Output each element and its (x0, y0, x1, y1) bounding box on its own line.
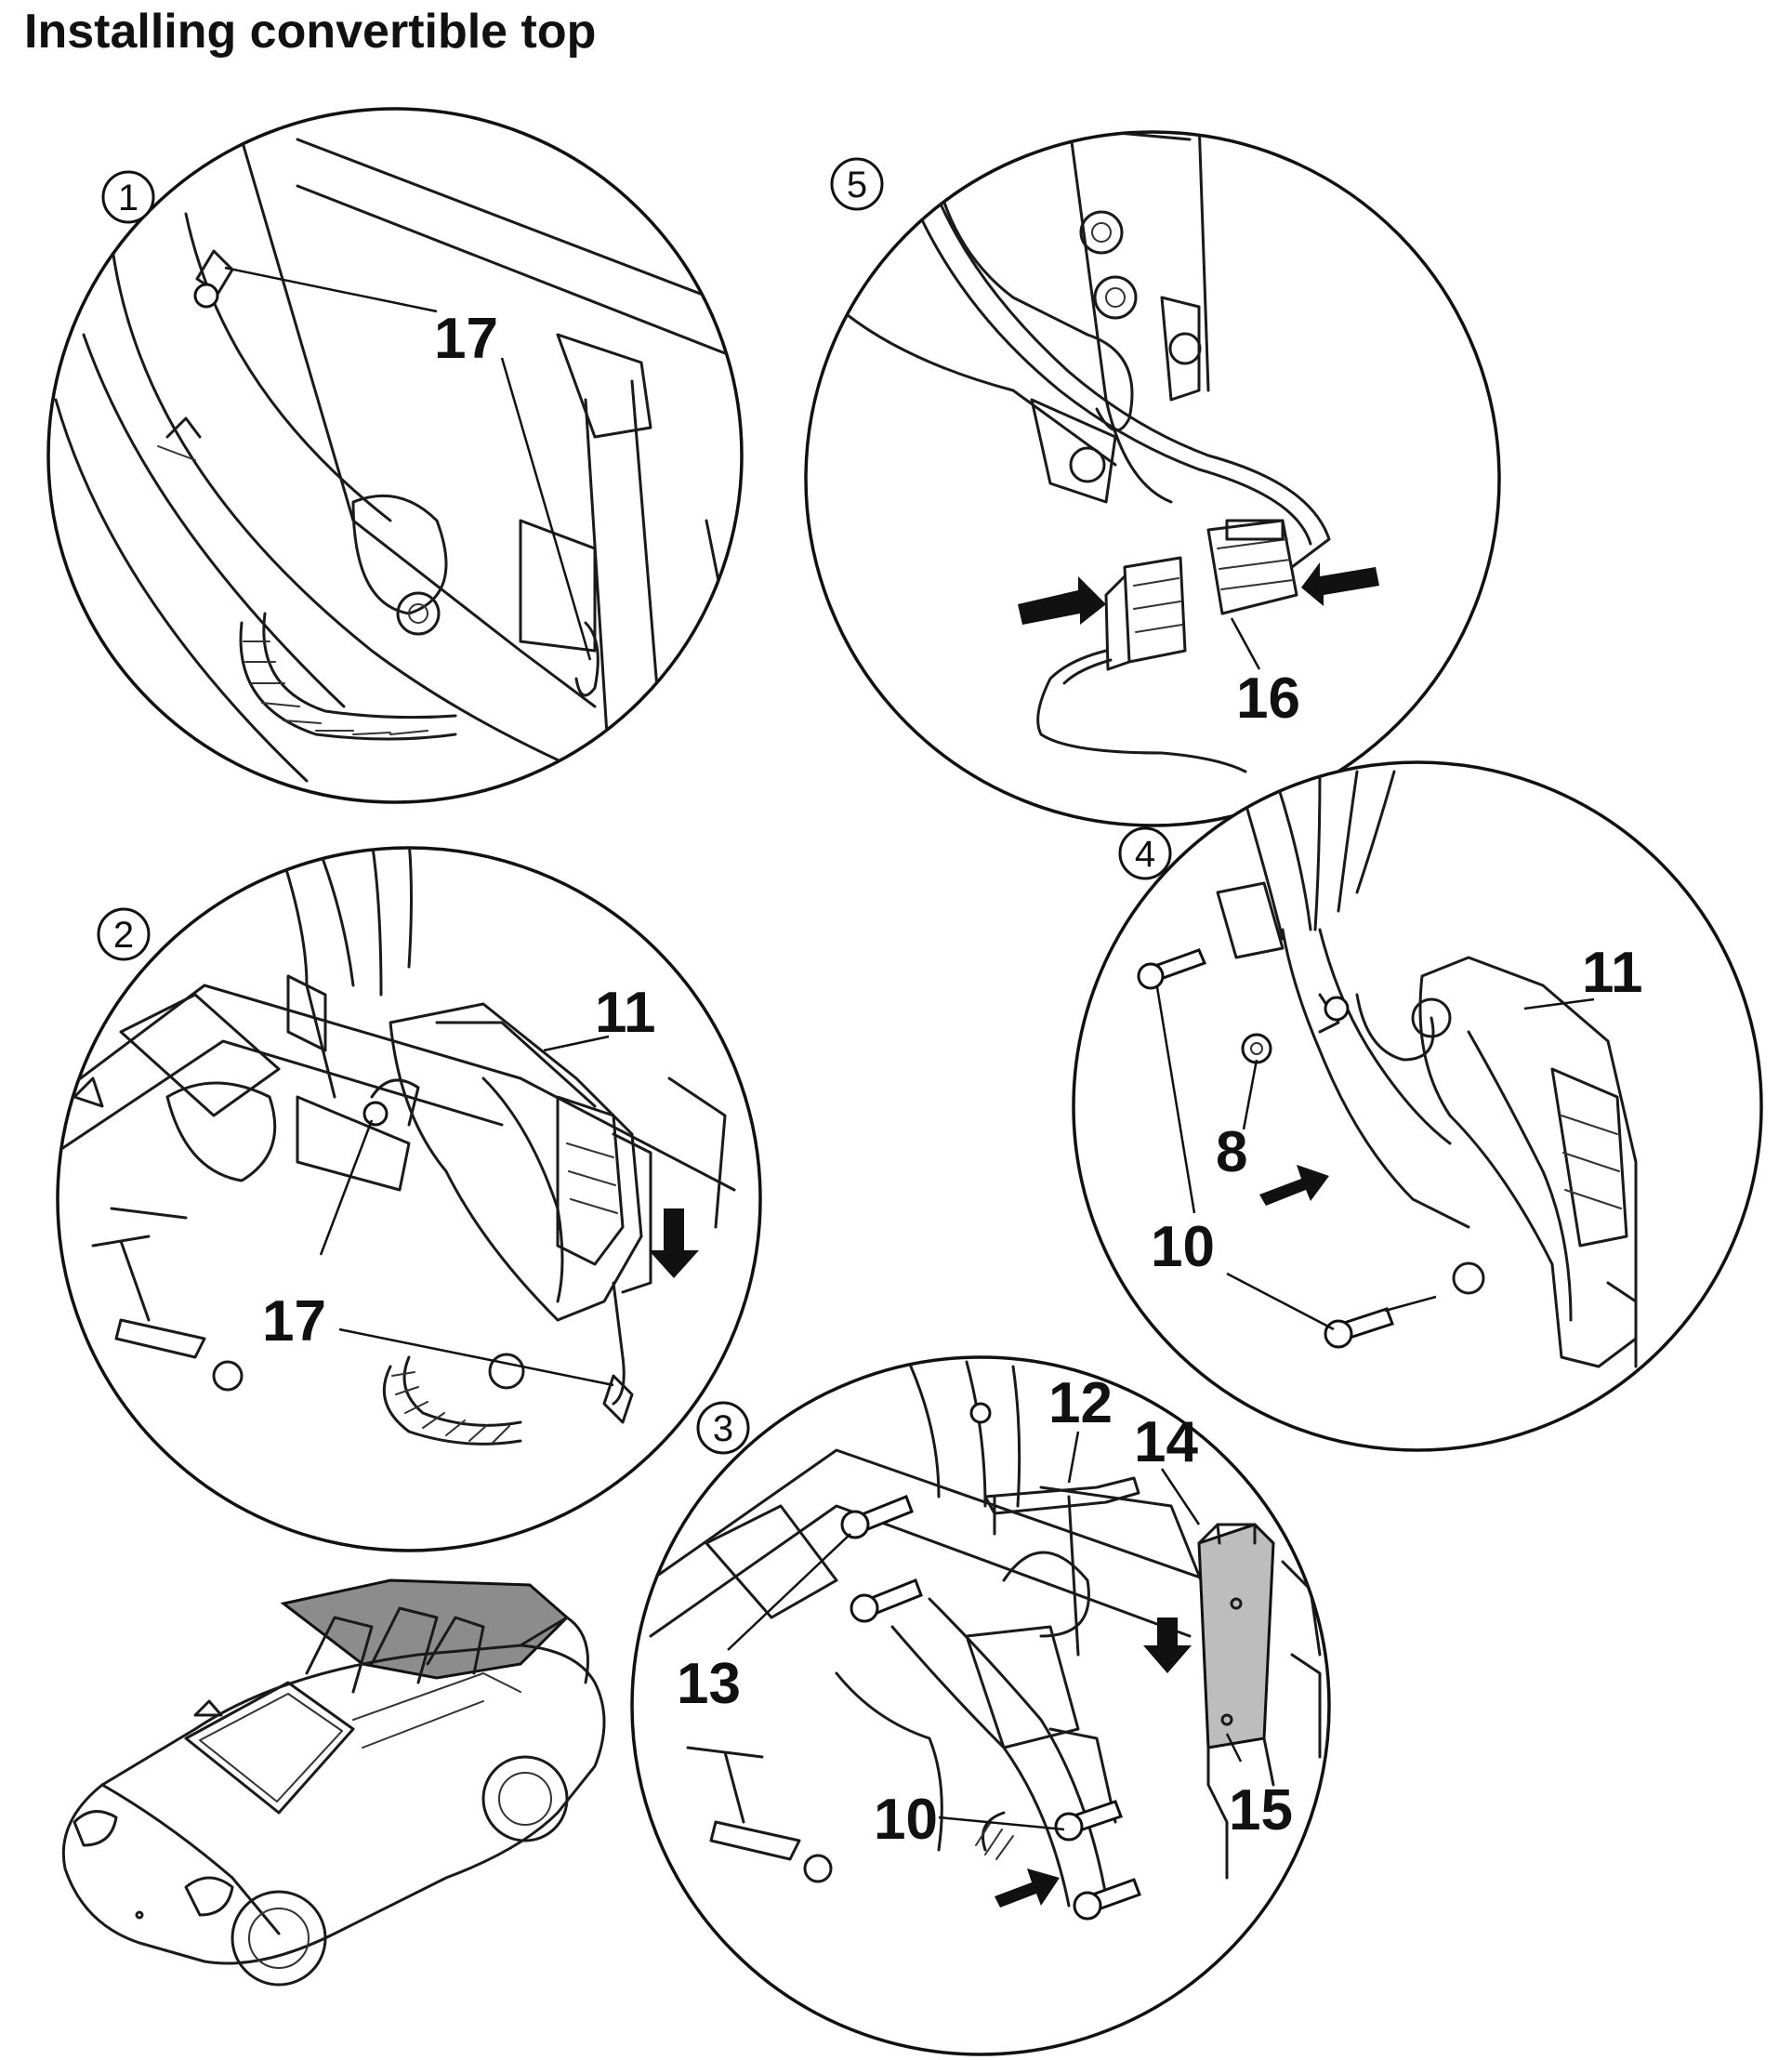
label-2-11: 11 (595, 981, 656, 1045)
rear-wheel (481, 1755, 569, 1842)
step-4-badge (1118, 826, 1172, 880)
label-3-10: 10 (874, 1788, 938, 1852)
detail-4: 4 11 8 10 (1072, 760, 1763, 1452)
step-2-number: 2 (113, 915, 134, 956)
detail-3-drawing (649, 1360, 1322, 1921)
detail-5-drawing (807, 132, 1379, 773)
label-1-17: 17 (434, 307, 498, 371)
detail-4-frame (1072, 760, 1763, 1452)
label-5-16: 16 (1236, 667, 1300, 731)
step-5-badge (830, 157, 884, 211)
detail-2-drawing (58, 848, 736, 1446)
step-2-badge (97, 907, 151, 961)
convertible-top-roof (280, 1578, 570, 1680)
label-3-14: 14 (1134, 1410, 1198, 1474)
label-4-8: 8 (1216, 1120, 1247, 1184)
step-4-number: 4 (1135, 834, 1155, 875)
step-1-number: 1 (118, 178, 138, 218)
detail-1-frame (46, 107, 744, 804)
diagram-title: Installing convertible top (24, 5, 597, 59)
car-overview (61, 1578, 606, 1987)
detail-5-frame (804, 130, 1501, 827)
step-3-number: 3 (713, 1408, 733, 1449)
label-4-11: 11 (1582, 941, 1643, 1005)
detail-5: 5 16 (804, 130, 1501, 827)
detail-2: 2 11 17 (56, 846, 762, 1552)
label-4-10: 10 (1151, 1215, 1215, 1279)
step-5-number: 5 (847, 165, 867, 205)
detail-4-drawing (1137, 770, 1638, 1368)
step-3-badge (696, 1401, 750, 1455)
detail-3: 3 12 14 13 10 15 (630, 1355, 1331, 2056)
label-3-12: 12 (1048, 1371, 1113, 1435)
label-2-17a: 17 (262, 1289, 326, 1354)
label-3-13: 13 (677, 1652, 741, 1716)
detail-3-frame (630, 1355, 1331, 2056)
label-3-15: 15 (1229, 1778, 1293, 1842)
step-1-badge (101, 170, 155, 224)
front-wheel (231, 1890, 327, 1987)
detail-1: 1 17 (46, 107, 744, 804)
